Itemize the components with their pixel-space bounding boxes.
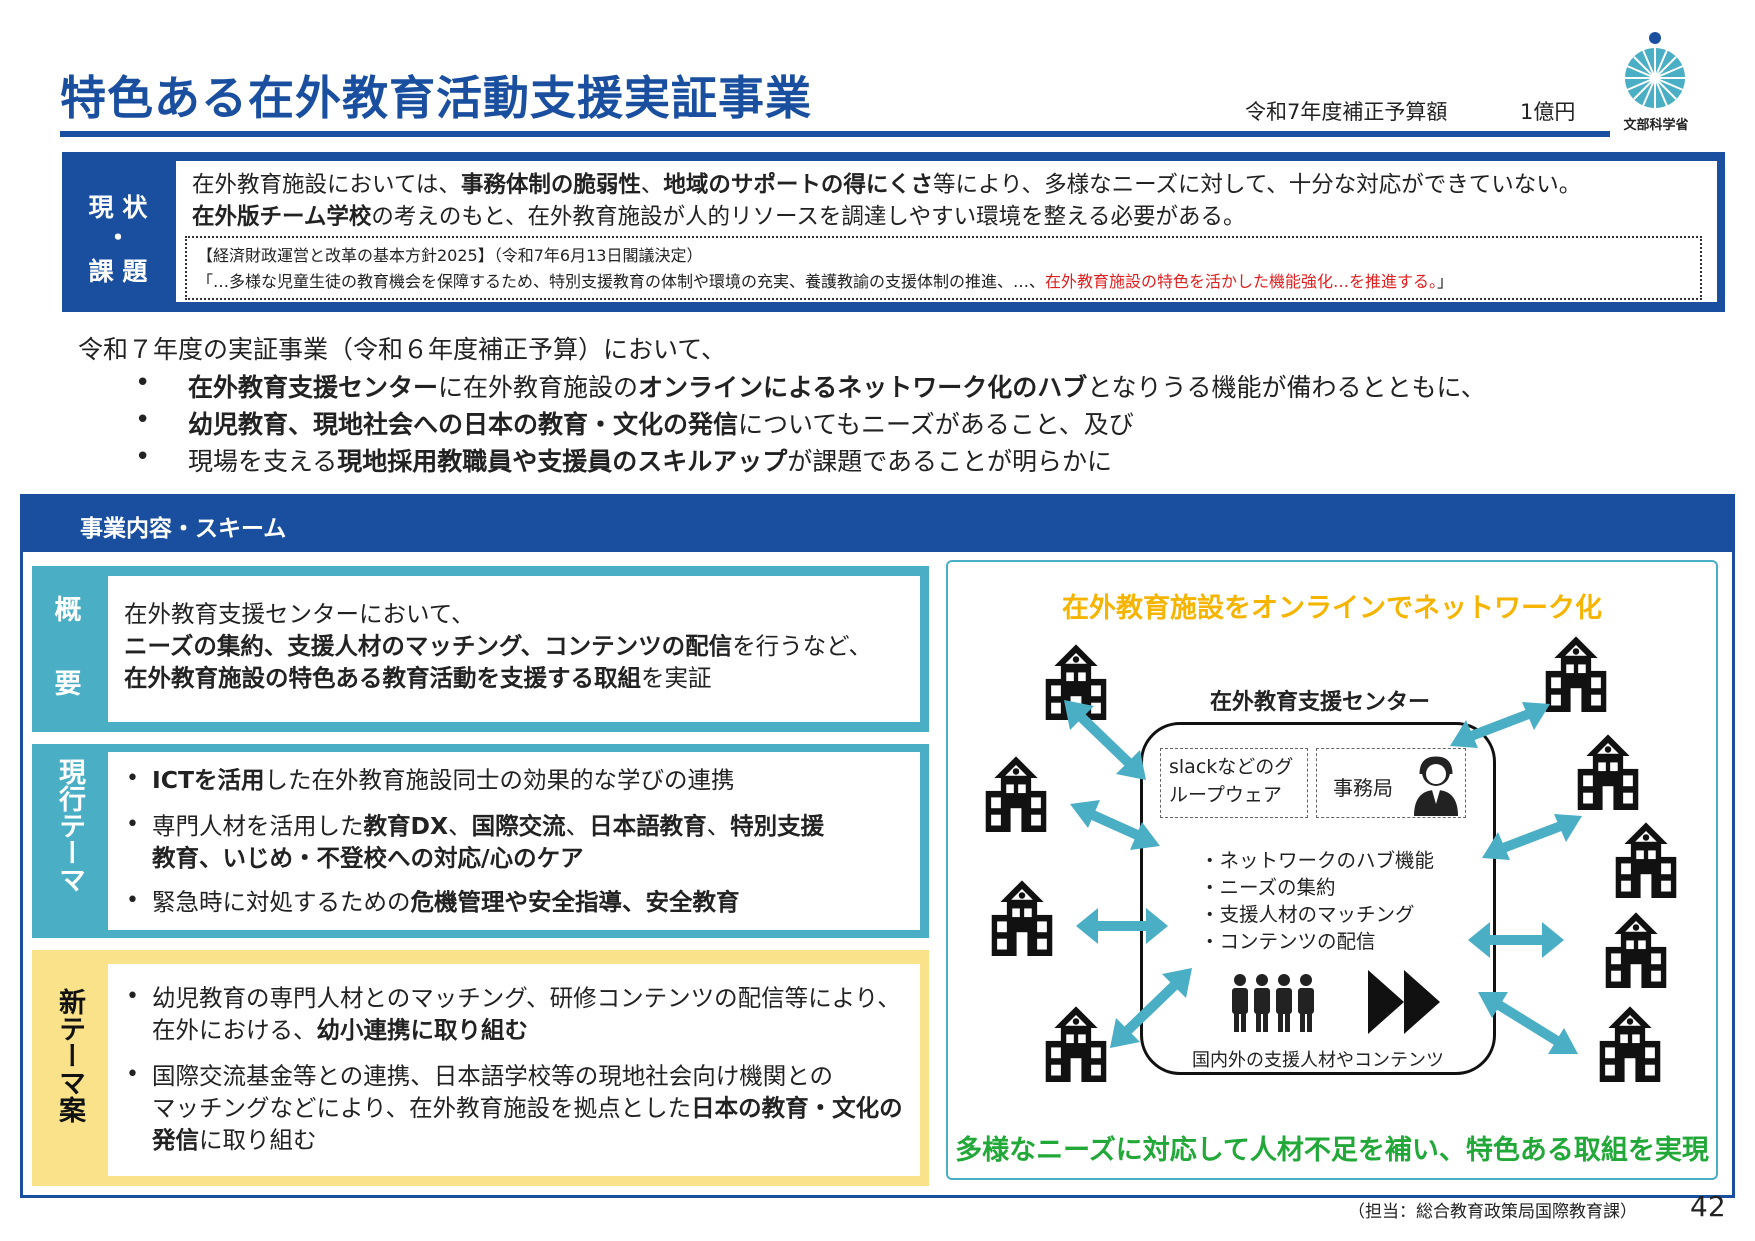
new-themes-body: • 幼児教育の専門人材とのマッチング、研修コンテンツの配信等により、 在外におけ… — [108, 964, 920, 1176]
current-themes-body: • ICTを活用した在外教育施設同士の効果的な学びの連携 • 専門人材を活用した… — [108, 752, 920, 930]
bullet: • — [126, 766, 139, 791]
new-themes-section: 新テーマ案 • 幼児教育の専門人材とのマッチング、研修コンテンツの配信等により、… — [32, 950, 929, 1186]
current-item-2-cont: 教育、いじめ・不登校への対応/心のケア — [152, 844, 584, 872]
double-arrow-icon — [1468, 922, 1564, 958]
status-label-bottom: 課 題 — [88, 257, 148, 286]
people-icon — [1232, 974, 1314, 1032]
double-arrow-icon — [1064, 700, 1146, 780]
status-label-mid: ・ — [105, 223, 131, 252]
school-icon — [1599, 1006, 1661, 1082]
school-icon — [985, 756, 1047, 832]
overview-body: 在外教育支援センターにおいて、 ニーズの集約、支援人材のマッチング、コンテンツの… — [108, 576, 920, 722]
school-icon — [1605, 912, 1667, 988]
policy-quote: 「…多様な児童生徒の教育機会を保障するため、特別支援教育の体制や環境の充実、養護… — [197, 272, 1454, 291]
function-item: ・ネットワークのハブ機能 — [1200, 849, 1435, 872]
policy-title: 【経済財政運営と改革の基本方針2025】（令和7年6月13日閣議決定） — [197, 246, 703, 265]
groupware-box: slackなどのグループウェア — [1160, 748, 1308, 818]
staff-headset-icon — [1414, 756, 1458, 816]
title-rule — [60, 131, 1610, 137]
current-item-1: ICTを活用した在外教育施設同士の効果的な学びの連携 — [152, 766, 735, 794]
double-arrow-icon — [1076, 908, 1168, 944]
page-title: 特色ある在外教育活動支援実証事業 — [60, 71, 812, 125]
mext-logo-icon — [1625, 32, 1685, 108]
current-item-2: 専門人材を活用した教育DX、国際交流、日本語教育、特別支援 — [152, 812, 825, 840]
scheme-header: 事業内容・スキーム — [20, 494, 1735, 552]
support-center-box — [1140, 722, 1496, 1075]
bullet: • — [126, 1062, 139, 1087]
new-item-2-cont2: 発信に取り組む — [152, 1126, 317, 1154]
bullet: • — [126, 984, 139, 1009]
intro-bullet-3: 現場を支える現地採用教職員や支援員のスキルアップが課題であることが明らかに — [188, 447, 1113, 476]
status-label-top: 現 状 — [88, 193, 148, 222]
status-content: 在外教育施設においては、事務体制の脆弱性、地域のサポートの得にくさ等により、多様… — [176, 161, 1717, 302]
bullet: • — [135, 442, 151, 472]
network-diagram-conclusion: 多様なニーズに対応して人材不足を補い、特色ある取組を実現 — [955, 1135, 1709, 1166]
school-icon — [991, 880, 1053, 956]
current-item-3: 緊急時に対処するための危機管理や安全指導、安全教育 — [152, 888, 740, 916]
footer-note: （担当：総合教育政策局国際教育課） — [1348, 1202, 1637, 1222]
school-icon — [1577, 734, 1639, 810]
new-themes-label: 新テーマ案 — [54, 988, 85, 1123]
function-item: ・ニーズの集約 — [1200, 876, 1336, 899]
scheme-header-label: 事業内容・スキーム — [80, 516, 287, 542]
double-arrow-icon — [1110, 968, 1192, 1048]
status-line-2: 在外版チーム学校の考えのもと、在外教育施設が人的リソースを調達しやすい環境を整え… — [192, 204, 1246, 230]
overview-line-2: ニーズの集約、支援人材のマッチング、コンテンツの配信を行うなど、 — [124, 632, 873, 660]
double-arrow-icon — [1478, 992, 1578, 1054]
intro-bullet-1: 在外教育支援センターに在外教育施設のオンラインによるネットワーク化のハブとなりう… — [188, 373, 1486, 402]
budget-value: 1億円 — [1520, 100, 1576, 124]
people-label: 国内外の支援人材やコンテンツ — [1192, 1050, 1444, 1071]
current-themes-section: 現行テーマ • ICTを活用した在外教育施設同士の効果的な学びの連携 • 専門人… — [32, 744, 929, 938]
fast-forward-icon — [1368, 970, 1440, 1034]
office-box — [1316, 748, 1466, 818]
policy-quote-box: 【経済財政運営と改革の基本方針2025】（令和7年6月13日閣議決定） 「…多様… — [185, 236, 1702, 300]
current-themes-label: 現行テーマ — [54, 758, 85, 893]
overview-label-top: 概 — [54, 595, 82, 626]
bullet: • — [126, 888, 139, 913]
logo-text: 文部科学省 — [1623, 118, 1689, 133]
new-item-2-cont: マッチングなどにより、在外教育施設を拠点とした日本の教育・文化の — [152, 1094, 903, 1122]
network-diagram-title: 在外教育施設をオンラインでネットワーク化 — [1062, 593, 1602, 624]
function-item: ・支援人材のマッチング — [1200, 903, 1415, 926]
office-label: 事務局 — [1333, 776, 1393, 800]
intro-bullet-2: 幼児教育、現地社会への日本の教育・文化の発信についてもニーズがあること、及び — [188, 410, 1134, 439]
support-center-title: 在外教育支援センター — [1209, 690, 1430, 715]
bullet: • — [135, 405, 151, 435]
new-item-2: 国際交流基金等との連携、日本語学校等の現地社会向け機関との — [152, 1062, 834, 1090]
overview-line-3: 在外教育施設の特色ある教育活動を支援する取組を実証 — [124, 664, 712, 692]
intro-lead: 令和７年度の実証事業（令和６年度補正予算）において、 — [78, 335, 727, 364]
new-item-1-cont: 在外における、幼小連携に取り組む — [152, 1016, 528, 1044]
school-icon — [1615, 822, 1677, 898]
double-arrow-icon — [1482, 814, 1582, 860]
status-side-label: 現 状 ・ 課 題 — [62, 152, 174, 312]
function-item: ・コンテンツの配信 — [1200, 930, 1376, 953]
status-line-1: 在外教育施設においては、事務体制の脆弱性、地域のサポートの得にくさ等により、多様… — [192, 172, 1582, 198]
budget-label: 令和7年度補正予算額 — [1245, 100, 1448, 124]
network-diagram-panel — [946, 560, 1718, 1180]
double-arrow-icon — [1070, 800, 1160, 850]
bullet: • — [135, 368, 151, 398]
overview-label-bottom: 要 — [54, 669, 82, 700]
bullet: • — [126, 812, 139, 837]
overview-line-1: 在外教育支援センターにおいて、 — [124, 600, 475, 628]
overview-section: 概 要 在外教育支援センターにおいて、 ニーズの集約、支援人材のマッチング、コン… — [32, 566, 929, 732]
double-arrow-icon — [1450, 702, 1550, 748]
new-item-1: 幼児教育の専門人材とのマッチング、研修コンテンツの配信等により、 — [152, 984, 901, 1012]
page-number: 42 — [1690, 1190, 1726, 1223]
